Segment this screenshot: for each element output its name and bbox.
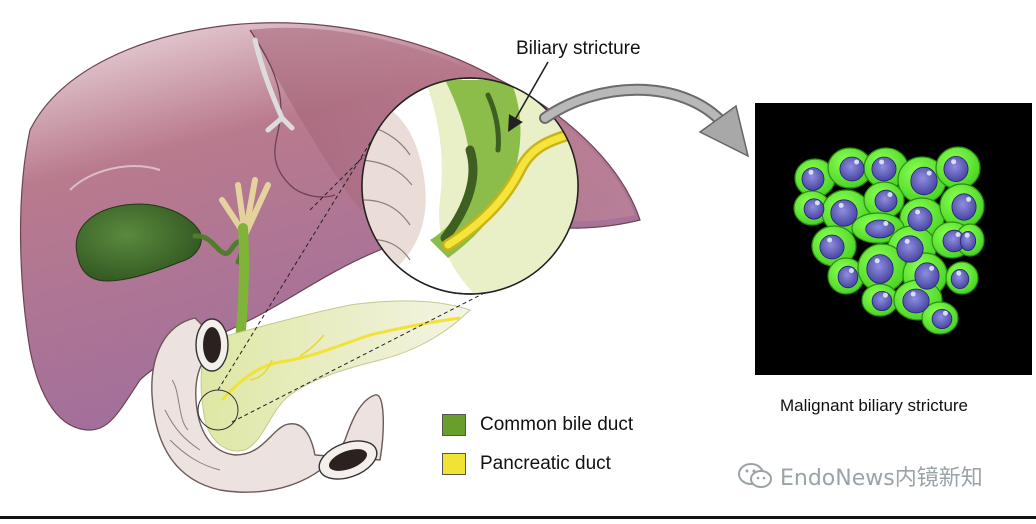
legend-label: Pancreatic duct: [480, 453, 611, 474]
hepatic-ducts: [219, 177, 271, 238]
cell-nucleus: [839, 156, 865, 182]
cell-highlight: [879, 159, 885, 165]
cell-highlight: [883, 221, 889, 226]
cell-nucleus: [803, 198, 825, 220]
pancreatic-duct: [220, 316, 461, 402]
cell-highlight: [964, 232, 970, 238]
cell-highlight: [956, 270, 962, 276]
cell-nucleus: [837, 265, 859, 289]
cell-highlight: [929, 265, 935, 271]
cell-highlight: [915, 209, 921, 215]
cell-nucleus: [874, 189, 898, 213]
falciform-ligament: [249, 29, 336, 198]
cell-nucleus: [907, 206, 933, 232]
cell-nucleus: [896, 235, 924, 263]
watermark: EndoNews内镜新知: [738, 460, 983, 492]
cell-nucleus: [871, 156, 897, 182]
watermark-text: EndoNews内镜新知: [780, 466, 983, 491]
cell-highlight: [848, 268, 854, 274]
cell-nucleus: [866, 254, 894, 284]
cell-nucleus: [830, 199, 858, 227]
transition-arrow: [539, 83, 750, 158]
cell-highlight: [854, 159, 860, 165]
micrograph-caption: Malignant biliary stricture: [780, 396, 969, 415]
cell-highlight: [882, 292, 888, 298]
legend-swatch: [442, 453, 466, 475]
cell-highlight: [955, 232, 961, 238]
stricture-pointer-arrow: [508, 61, 549, 132]
cell-nucleus: [951, 193, 977, 221]
cell-highlight: [910, 291, 916, 297]
cell-nucleus: [959, 230, 977, 251]
legend-item-pancreatic-duct: Pancreatic duct: [442, 453, 611, 475]
cell-highlight: [966, 196, 972, 202]
cell-highlight: [808, 169, 814, 175]
cell-highlight: [814, 200, 820, 206]
micrograph-panel: [755, 103, 1032, 375]
cell-nucleus: [910, 166, 938, 196]
cell-nucleus: [950, 268, 970, 289]
cell-nucleus: [943, 155, 969, 182]
magnified-view: [361, 77, 579, 295]
cell-highlight: [951, 159, 957, 165]
cell-nucleus: [902, 288, 930, 314]
cell-nucleus: [801, 167, 825, 191]
duodenum: [151, 317, 384, 493]
cell-highlight: [838, 202, 844, 208]
biliary-stricture-label: Biliary stricture: [516, 38, 641, 59]
cell-nucleus: [865, 219, 895, 239]
cell-highlight: [887, 192, 893, 198]
wechat-icon: [738, 463, 772, 488]
cell-nucleus: [819, 234, 845, 260]
gallbladder: [75, 203, 202, 282]
hepatic-vein: [252, 37, 295, 133]
cell-highlight: [926, 170, 932, 176]
bottom-rule: [0, 516, 1036, 519]
magnifier-projection-lines: [217, 129, 501, 423]
legend-item-common-bile-duct: Common bile duct: [442, 414, 633, 436]
cell-highlight: [874, 258, 880, 264]
cell-highlight: [942, 310, 948, 316]
cell-highlight: [904, 238, 910, 244]
legend-swatch: [442, 414, 466, 436]
pancreas: [200, 300, 471, 452]
cell-nucleus: [914, 262, 940, 290]
legend-label: Common bile duct: [480, 414, 634, 435]
cell-nucleus: [871, 290, 893, 311]
cell-highlight: [827, 237, 833, 243]
cell-nucleus: [931, 308, 953, 329]
